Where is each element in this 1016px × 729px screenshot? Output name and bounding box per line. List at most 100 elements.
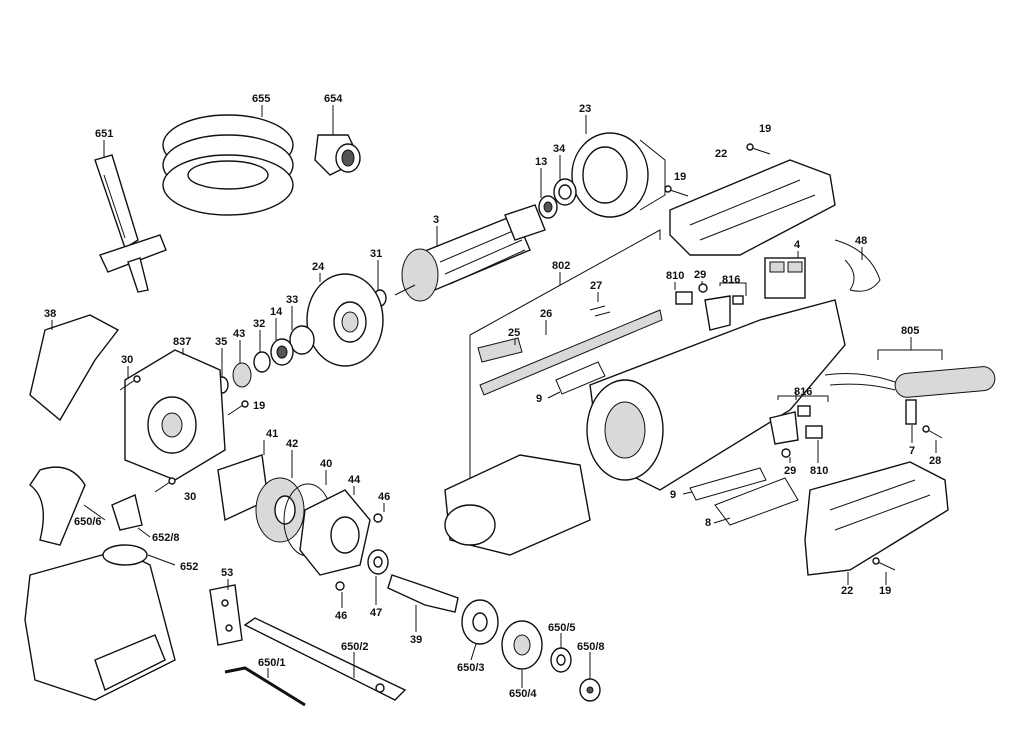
screw-19-d (872, 557, 896, 571)
label-48: 48 (855, 235, 867, 247)
label-26: 26 (540, 308, 552, 320)
label-8 (714, 477, 799, 526)
leader-lines (51, 105, 937, 688)
label-19-a: 19 (759, 123, 771, 135)
label-805: 805 (901, 325, 919, 337)
label-31: 31 (370, 248, 382, 260)
housing-half-22-bottom (804, 461, 949, 576)
label-53: 53 (221, 567, 233, 579)
motor-housing (586, 299, 846, 491)
label-19-d: 19 (879, 585, 891, 597)
spindle-39 (387, 574, 459, 613)
label-652: 652 (180, 561, 198, 573)
screw-19-c (227, 400, 249, 416)
washer-47 (367, 549, 389, 575)
label-9-a: 9 (536, 393, 542, 405)
label-25: 25 (508, 327, 520, 339)
elbow-650-6 (29, 466, 86, 546)
label-40: 40 (320, 458, 332, 470)
flange-44 (299, 489, 371, 576)
guard-38 (29, 314, 120, 422)
power-cable-805 (824, 349, 996, 398)
label-650-1: 650/1 (258, 657, 286, 669)
label-3: 3 (433, 214, 439, 226)
bracket-53 (209, 584, 243, 646)
callout-labels: 651 655 654 23 19 13 34 22 19 3 48 4 802… (44, 93, 941, 700)
label-655: 655 (252, 93, 270, 105)
housing-half-22-top (669, 159, 836, 256)
label-8: 8 (705, 517, 711, 529)
label-22-a: 22 (715, 148, 727, 160)
label-4: 4 (794, 239, 801, 251)
screw-19-b (664, 185, 689, 197)
label-7: 7 (909, 445, 915, 457)
oring-33 (289, 325, 315, 355)
label-816-b: 816 (794, 386, 812, 398)
hose-adapter-654 (314, 134, 361, 176)
label-650-5: 650/5 (548, 622, 576, 634)
screw-19-a (746, 143, 771, 155)
label-22-b: 22 (841, 585, 853, 597)
label-650-3: 650/3 (457, 662, 485, 674)
armature-3 (394, 204, 546, 302)
label-35: 35 (215, 336, 227, 348)
label-23: 23 (579, 103, 591, 115)
label-29-a: 29 (694, 269, 706, 281)
label-650-6: 650/6 (74, 516, 102, 528)
hex-key-650-1 (224, 666, 306, 707)
label-46-a: 46 (378, 491, 390, 503)
spring-clip-48 (834, 239, 881, 292)
label-19-c: 19 (253, 400, 265, 412)
fan-baffle-23 (571, 132, 666, 218)
brush-set-lower (769, 405, 823, 458)
label-650-4: 650/4 (509, 688, 537, 700)
side-handle-651 (94, 154, 167, 293)
brush-holder-set-802 (469, 229, 663, 490)
washer-32 (253, 351, 271, 373)
screw-28 (922, 425, 943, 439)
label-46-b: 46 (335, 610, 347, 622)
cable-clamp-7 (905, 399, 917, 425)
field-coil (444, 454, 591, 556)
rating-plate-9a (555, 361, 606, 395)
washer-650-5 (550, 647, 572, 673)
flange-650-3 (461, 599, 499, 645)
label-14: 14 (270, 306, 283, 318)
label-34: 34 (553, 143, 566, 155)
label-32: 32 (253, 318, 265, 330)
bearing-14 (270, 338, 294, 366)
pinion-43 (232, 362, 252, 388)
screw-30-a (119, 375, 141, 391)
label-30-b: 30 (184, 491, 196, 503)
label-30-a: 30 (121, 354, 133, 366)
label-38: 38 (44, 308, 56, 320)
bearing-plate-24 (306, 273, 384, 367)
screw-30-b (154, 477, 176, 493)
label-27: 27 (590, 280, 602, 292)
label-42: 42 (286, 438, 298, 450)
clamp-652-8 (111, 494, 143, 531)
label-652-8: 652/8 (152, 532, 180, 544)
label-47: 47 (370, 607, 382, 619)
ring-34 (553, 178, 577, 206)
label-29-b: 29 (784, 465, 796, 477)
label-651: 651 (95, 128, 113, 140)
label-810-b: 810 (810, 465, 828, 477)
label-816-a: 816 (722, 274, 740, 286)
bearing-13 (538, 195, 558, 219)
hose-coil-655 (162, 114, 294, 216)
rating-plate-9b (689, 467, 767, 501)
label-837: 837 (173, 336, 191, 348)
clamp-nut-650-4 (501, 620, 543, 670)
spanner-650-2 (243, 617, 407, 701)
label-650-2: 650/2 (341, 641, 369, 653)
label-24: 24 (312, 261, 325, 273)
label-9-b: 9 (670, 489, 676, 501)
dust-guard-652 (24, 544, 176, 701)
label-28: 28 (929, 455, 941, 467)
label-41: 41 (266, 428, 278, 440)
switch-4 (764, 257, 806, 299)
label-33: 33 (286, 294, 298, 306)
label-19-b: 19 (674, 171, 686, 183)
